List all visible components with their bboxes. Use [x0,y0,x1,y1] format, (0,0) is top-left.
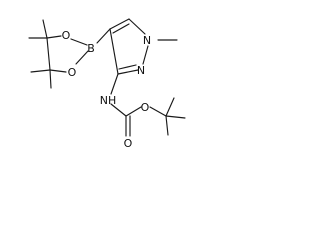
bond-tbu-methyl-down [165,115,169,136]
bond-c5-c4-double [112,23,130,34]
atom-n2: N [137,64,145,77]
atom-o-ester: O [141,101,150,114]
bond-c3-nh [110,73,119,95]
atom-n1: N [143,34,151,47]
bond-c3-c5 [109,28,119,75]
bond-o-lower-cq2 [49,69,67,73]
bond-n2-c3-double [118,64,137,70]
bond-o-ester-tbu [149,106,167,117]
bond-nh-carbonyl [110,103,127,117]
bonds [28,18,186,137]
bond-carbonyl-o-ester [125,106,142,117]
atom-o-lower: O [68,66,77,79]
bond-cq1-cq2 [46,37,51,71]
atom-labels: N N B O O NH O O [62,29,151,150]
bond-c5-boron [96,28,111,44]
atom-o-carbonyl: O [124,137,133,150]
bond-c4-n1 [128,18,146,35]
atom-nh: NH [100,94,117,107]
bond-tbu-methyl-up [165,97,175,117]
bond-c5-c4 [109,18,130,30]
bond-n2-c3 [117,69,139,75]
bond-cq2-methyl-b [49,69,52,89]
atom-o-upper: O [62,29,71,42]
bond-n1-n2 [142,45,149,65]
boc-aminopyrazole-pinacol-boronate-structure: N N B O O NH O O [28,18,186,150]
atom-boron: B [87,42,95,55]
bond-cq2-methyl-a [30,69,51,73]
bond-boron-o-upper [70,38,88,46]
bond-boron-o-lower [75,50,89,65]
bond-tbu-methyl-right [165,115,186,119]
bond-cq1-methyl-a [42,19,48,39]
bond-o-upper-cq1 [46,35,62,39]
